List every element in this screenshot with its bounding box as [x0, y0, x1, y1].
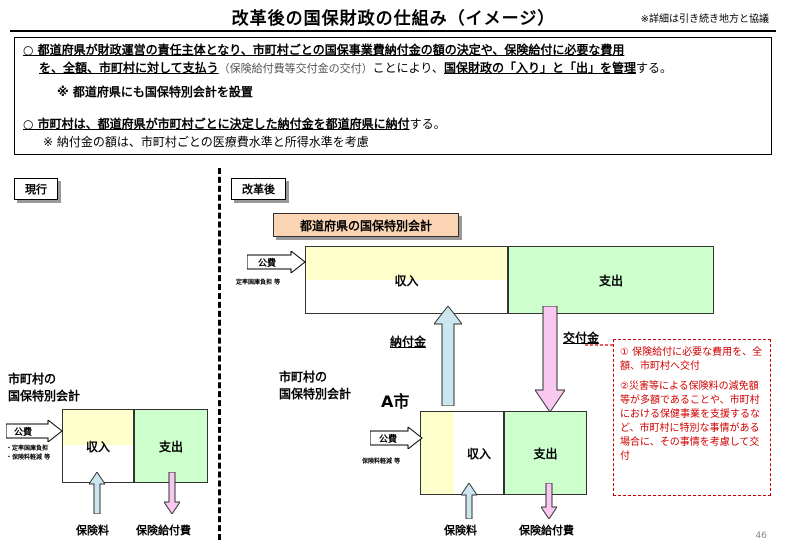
pref-account-text: 都道府県の国保特別会計 [299, 218, 432, 233]
current-benefit-arrow-icon [164, 472, 180, 514]
summary-bullet1-line1: ○ 都道府県が財政運営の責任主体となり、市町村ごとの国保事業費納付金の額の決定や… [23, 43, 625, 57]
summary-bullet1-f: する。 [635, 61, 672, 75]
page-title: 改革後の国保財政の仕組み（イメージ） [231, 9, 556, 29]
city-premium-arrow-icon [461, 483, 477, 519]
current-account-title-1: 市町村の [8, 372, 57, 386]
city-expense-box: 支出 [504, 411, 587, 495]
current-koufu-arrow-icon [6, 420, 63, 442]
pref-income-yellow [306, 247, 507, 280]
title-rule [10, 30, 776, 32]
city-benefit-label: 保険給付費 [519, 524, 574, 537]
city-benefit-arrow-icon [541, 483, 557, 519]
city-account-title-2: 国保特別会計 [279, 387, 352, 401]
summary-box: ○ 都道府県が財政運営の責任主体となり、市町村ごとの国保事業費納付金の額の決定や… [14, 37, 772, 155]
note-bubble: ① 保険給付に必要な費用を、全額、市町村へ交付 ②災害等による保険料の減免額等が… [613, 339, 771, 496]
city-expense-text: 支出 [533, 446, 558, 461]
summary-bullet1-c: （保険給付費等交付金の交付） [218, 62, 373, 75]
bubble-item-2: ②災害等による保険料の減免額等が多額であることや、市町村における保健事業を支援す… [620, 381, 760, 462]
summary-bullet2-a: ○ 市町村は、都道府県が市町村ごとに決定した納付金を都道府県に納付 [23, 117, 410, 131]
section-divider [218, 168, 221, 540]
bubble-item-1: ① 保険給付に必要な費用を、全額、市町村へ交付 [620, 347, 763, 372]
city-income-text: 収入 [466, 446, 491, 461]
summary-bullet1-note: ※ 都道府県にも国保特別会計を設置 [57, 85, 253, 99]
city-small: 保険料軽減 等 [362, 458, 401, 465]
city-name: A市 [381, 392, 410, 411]
pref-expense-box: 支出 [508, 246, 714, 314]
header-note: ※詳細は引き続き地方と協議 [640, 14, 769, 25]
city-koufu-tag: 公費 [379, 435, 398, 445]
pref-income-text: 収入 [394, 273, 419, 288]
pref-expense-text: 支出 [598, 273, 623, 288]
current-koufu-tag: 公費 [14, 428, 33, 438]
pref-small: 定率国庫負担 等 [236, 279, 281, 286]
city-income-label: 収入 [454, 411, 504, 495]
city-income-yellow [421, 412, 454, 494]
summary-bullet1-e: 国保財政の「入り」と「出」を管理 [443, 61, 636, 75]
pref-account-label: 都道府県の国保特別会計 [273, 213, 459, 237]
current-premium-arrow-icon [89, 472, 105, 514]
summary-bullet2-line: ○ 市町村は、都道府県が市町村ごとに決定した納付金を都道府県に納付する。 [23, 116, 446, 132]
current-account-title: 市町村の 国保特別会計 [8, 371, 80, 405]
current-expense-box: 支出 [134, 409, 208, 483]
current-expense-text: 支出 [158, 439, 183, 454]
reform-label: 改革後 [231, 178, 286, 200]
summary-bullet2-note: ※ 納付金の額は、市町村ごとの医療費水準と所得水準を考慮 [43, 135, 369, 149]
city-premium-label: 保険料 [444, 524, 477, 537]
bubble-connector [585, 344, 615, 346]
page-number: 46 [755, 531, 767, 541]
current-label: 現行 [14, 178, 58, 200]
current-account-title-2: 国保特別会計 [8, 389, 81, 403]
koufukin-arrow-icon [535, 306, 565, 412]
city-account-title: 市町村の 国保特別会計 [279, 369, 351, 403]
koufukin-label: 交付金 [563, 331, 600, 345]
city-koufu-arrow-icon [370, 427, 423, 449]
current-premium-label: 保険料 [76, 524, 109, 537]
summary-bullet1-line2: を、全額、市町村に対して支払う（保険給付費等交付金の交付）ことにより、国保財政の… [39, 60, 672, 77]
current-income-yellow [62, 409, 134, 445]
summary-bullet1-b: を、全額、市町村に対して支払う [39, 61, 219, 75]
current-income-text: 収入 [85, 439, 110, 454]
pref-income-label: 収入 [305, 246, 508, 314]
summary-bullet2-b: する。 [409, 117, 446, 131]
current-small-2: ・保険料軽減 等 [6, 454, 51, 461]
nofukin-label: 納付金 [390, 335, 427, 349]
summary-bullet1-d: ことにより、 [372, 61, 444, 75]
current-benefit-label: 保険給付費 [136, 524, 191, 537]
city-account-title-1: 市町村の [279, 370, 328, 384]
nofukin-arrow-icon [434, 306, 462, 406]
current-small-1: ・定率国庫負担 [6, 445, 49, 452]
pref-koufu-tag: 公費 [258, 259, 277, 269]
pref-koufu-arrow-icon [247, 251, 306, 273]
